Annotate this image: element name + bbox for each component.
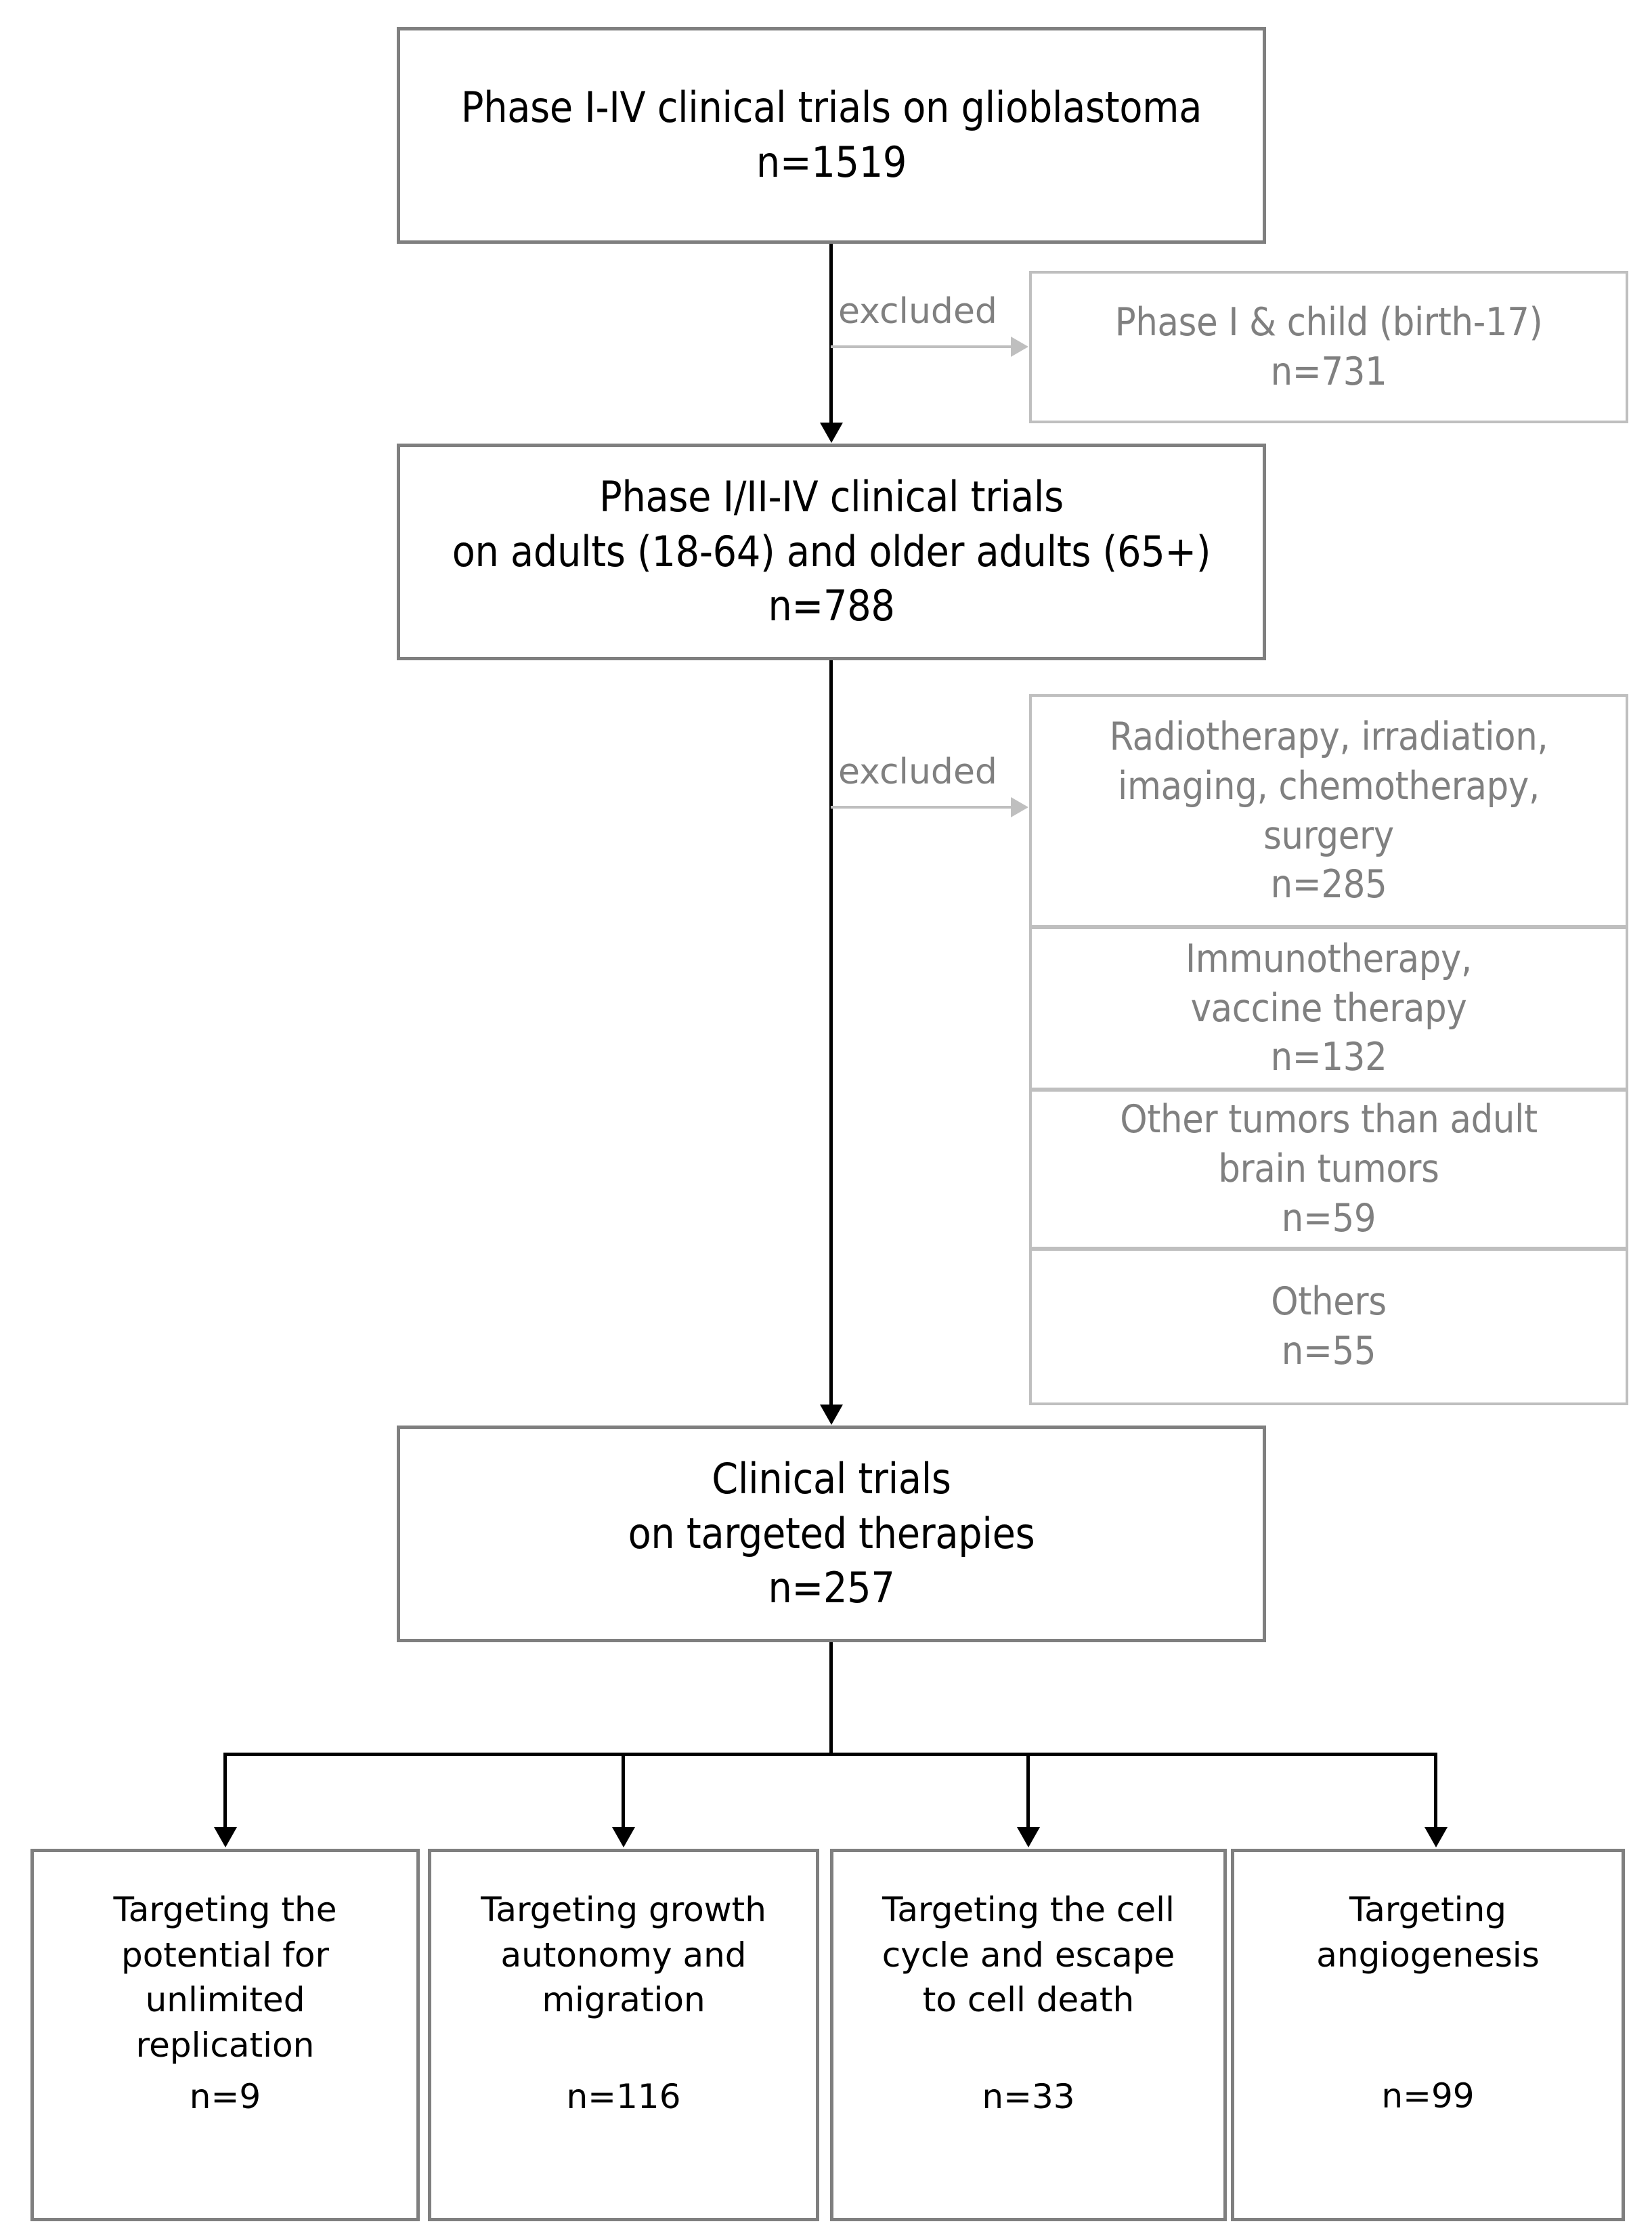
connector-branch-3-arrowhead bbox=[1017, 1827, 1040, 1847]
node-adult-trials-count: n=788 bbox=[768, 581, 895, 631]
category-unlimited-replication-line-1: Targeting the bbox=[113, 1890, 337, 1929]
exclusion-box-phase1-child: Phase I & child (birth-17) n=731 bbox=[1029, 271, 1628, 423]
connector-adult-to-targeted bbox=[829, 660, 833, 1405]
node-all-trials-count: n=1519 bbox=[756, 137, 907, 187]
category-angiogenesis-count: n=99 bbox=[1381, 2076, 1475, 2116]
connector-exclusion-1-arrowhead bbox=[1011, 337, 1028, 357]
connector-branch-2-arrowhead bbox=[612, 1827, 635, 1847]
node-adult-trials-line-1: Phase I/II-IV clinical trials bbox=[599, 472, 1064, 522]
exclusion-box-immunotherapy-line-1: Immunotherapy, bbox=[1185, 936, 1473, 981]
connector-adult-to-targeted-arrowhead bbox=[820, 1405, 843, 1425]
category-cell-cycle-count: n=33 bbox=[982, 2076, 1075, 2116]
exclusion-box-immunotherapy-count: n=132 bbox=[1270, 1035, 1387, 1080]
exclusion-box-others-line-1: Others bbox=[1271, 1279, 1387, 1325]
node-all-trials: Phase I-IV clinical trials on glioblasto… bbox=[397, 27, 1266, 244]
connector-branch-1-arrowhead bbox=[214, 1827, 237, 1847]
category-unlimited-replication-line-3: unlimited bbox=[145, 1980, 305, 2019]
connector-exclusion-1 bbox=[831, 345, 1011, 348]
category-box-unlimited-replication: Targeting the potential for unlimited re… bbox=[30, 1849, 420, 2221]
category-unlimited-replication-line-2: potential for bbox=[121, 1935, 330, 1975]
exclusion-box-others: Others n=55 bbox=[1029, 1248, 1628, 1405]
category-cell-cycle-line-2: cycle and escape bbox=[882, 1935, 1175, 1975]
category-cell-cycle-line-3: to cell death bbox=[922, 1980, 1135, 2019]
exclusion-box-radiotherapy-line-3: surgery bbox=[1263, 813, 1394, 858]
category-growth-autonomy-count: n=116 bbox=[566, 2076, 681, 2116]
connector-all-to-adult-arrowhead bbox=[820, 423, 843, 443]
category-angiogenesis-line-2: angiogenesis bbox=[1316, 1935, 1540, 1975]
connector-branch-4 bbox=[1434, 1753, 1437, 1828]
connector-branch-1 bbox=[223, 1753, 227, 1828]
connector-exclusion-2-arrowhead bbox=[1011, 797, 1028, 817]
category-growth-autonomy-line-2: autonomy and bbox=[500, 1935, 747, 1975]
exclusion-box-phase1-child-count: n=731 bbox=[1270, 349, 1387, 394]
exclusion-box-other-tumors: Other tumors than adult brain tumors n=5… bbox=[1029, 1089, 1628, 1249]
category-box-cell-cycle: Targeting the cell cycle and escape to c… bbox=[830, 1849, 1227, 2221]
exclusion-box-other-tumors-line-1: Other tumors than adult bbox=[1120, 1097, 1538, 1142]
node-all-trials-line-1: Phase I-IV clinical trials on glioblasto… bbox=[460, 83, 1202, 133]
category-unlimited-replication-line-4: replication bbox=[135, 2025, 315, 2065]
category-growth-autonomy-line-1: Targeting growth bbox=[481, 1890, 766, 1929]
exclusion-label-2: excluded bbox=[838, 752, 997, 792]
node-targeted-trials: Clinical trials on targeted therapies n=… bbox=[397, 1426, 1266, 1642]
exclusion-box-immunotherapy-line-2: vaccine therapy bbox=[1190, 985, 1467, 1031]
exclusion-box-other-tumors-count: n=59 bbox=[1281, 1195, 1376, 1241]
node-targeted-trials-line-2: on targeted therapies bbox=[628, 1508, 1035, 1558]
connector-branch-2 bbox=[622, 1753, 625, 1828]
exclusion-box-others-count: n=55 bbox=[1281, 1329, 1376, 1373]
exclusion-box-other-tumors-line-2: brain tumors bbox=[1218, 1147, 1439, 1192]
exclusion-box-radiotherapy: Radiotherapy, irradiation, imaging, chem… bbox=[1029, 694, 1628, 928]
exclusion-box-immunotherapy: Immunotherapy, vaccine therapy n=132 bbox=[1029, 926, 1628, 1090]
category-cell-cycle-line-1: Targeting the cell bbox=[882, 1890, 1175, 1929]
category-angiogenesis-line-1: Targeting bbox=[1349, 1890, 1506, 1929]
exclusion-box-radiotherapy-line-2: imaging, chemotherapy, bbox=[1118, 763, 1540, 809]
connector-branch-4-arrowhead bbox=[1425, 1827, 1448, 1847]
exclusion-box-phase1-child-line-1: Phase I & child (birth-17) bbox=[1114, 299, 1543, 345]
exclusion-box-radiotherapy-line-1: Radiotherapy, irradiation, bbox=[1109, 714, 1548, 759]
connector-targeted-trunk bbox=[829, 1642, 833, 1756]
connector-branch-3 bbox=[1026, 1753, 1030, 1828]
category-box-growth-autonomy: Targeting growth autonomy and migration … bbox=[428, 1849, 819, 2221]
node-adult-trials: Phase I/II-IV clinical trials on adults … bbox=[397, 444, 1266, 660]
node-targeted-trials-line-1: Clinical trials bbox=[712, 1454, 951, 1504]
exclusion-label-1: excluded bbox=[838, 291, 997, 332]
connector-exclusion-2 bbox=[831, 806, 1011, 809]
node-adult-trials-line-2: on adults (18-64) and older adults (65+) bbox=[452, 526, 1211, 576]
category-unlimited-replication-count: n=9 bbox=[189, 2077, 261, 2116]
connector-all-to-adult bbox=[829, 244, 833, 424]
node-targeted-trials-count: n=257 bbox=[768, 1563, 895, 1613]
category-box-angiogenesis: Targeting angiogenesis n=99 bbox=[1231, 1849, 1625, 2221]
category-growth-autonomy-line-3: migration bbox=[542, 1980, 705, 2019]
connector-distribution-bar bbox=[223, 1753, 1437, 1756]
exclusion-box-radiotherapy-count: n=285 bbox=[1270, 862, 1387, 907]
